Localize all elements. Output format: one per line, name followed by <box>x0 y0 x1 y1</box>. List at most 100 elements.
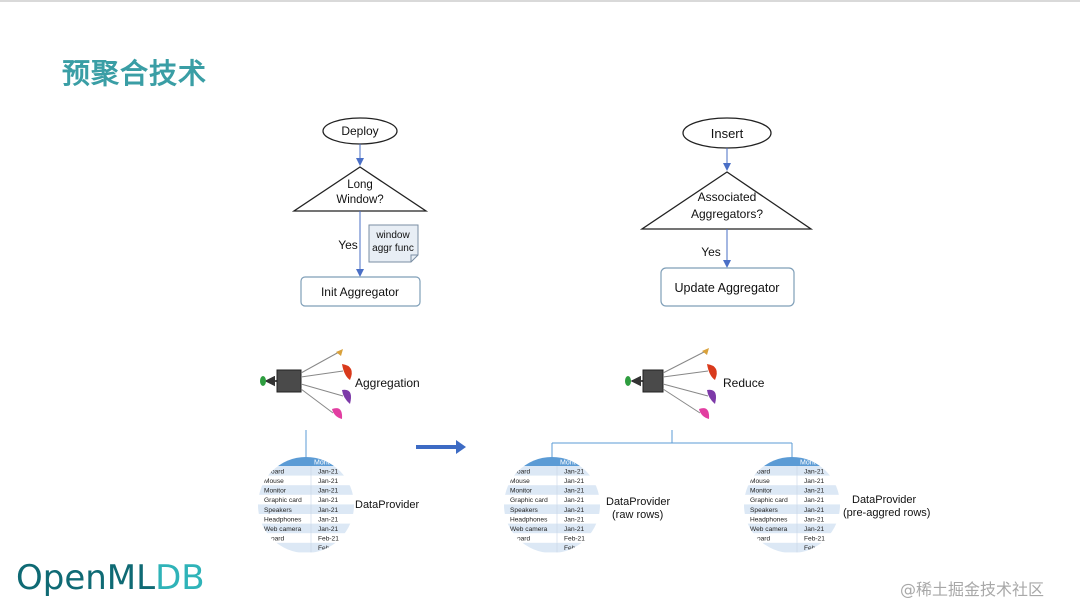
table-header-bar <box>258 457 354 466</box>
table-cell-month: Jan-21 <box>318 507 338 514</box>
deploy-label: Deploy <box>341 124 378 138</box>
provider-raw-line2: (raw rows) <box>612 509 663 521</box>
table-cell-month: Jan-21 <box>804 478 824 485</box>
logo-accent: DB <box>155 558 205 598</box>
table-row-stripe <box>504 485 600 495</box>
table-cell-product: Web camera <box>510 526 548 533</box>
table-cell-month: Feb-21 <box>804 536 825 543</box>
table-cell-product: yboard <box>264 468 284 475</box>
table-header-bar <box>504 457 600 466</box>
decision-right-line1: Associated <box>698 190 757 204</box>
table-cell-month: Jan-21 <box>804 468 824 475</box>
table-cell-month: Jan-21 <box>318 516 338 523</box>
insert-label: Insert <box>711 126 744 141</box>
table-row-stripe <box>744 542 840 553</box>
table-row-stripe <box>744 485 840 495</box>
update-aggregator-box <box>660 267 795 307</box>
table-cell-product: Graphic card <box>510 497 548 504</box>
table-cell-month: Jan-21 <box>318 488 338 495</box>
table-cell-month: Feb <box>564 545 576 552</box>
table-cell-month: Feb <box>804 545 816 552</box>
table-cell-month: Jan-21 <box>804 516 824 523</box>
decision-label-line1: Long <box>347 179 373 191</box>
table-cell-month: Jan-21 <box>564 488 584 495</box>
table-cell-month: Jan-21 <box>318 468 338 475</box>
table-row-stripe <box>744 523 840 534</box>
decision-label-line2: Window? <box>336 194 383 206</box>
table-cell-product: Mouse <box>264 478 284 485</box>
table-cell-month: Jan-21 <box>804 497 824 504</box>
table-row-stripe <box>258 466 354 476</box>
table-cell-month: Jan-21 <box>318 478 338 485</box>
table-cell-month: Jan-21 <box>318 497 338 504</box>
yes-label-left: Yes <box>338 238 358 252</box>
provider-pre-line2: (pre-aggred rows) <box>843 507 930 519</box>
top-border <box>0 0 1080 2</box>
note-line1: window <box>375 230 410 241</box>
openmldb-logo: OpenMLDB <box>16 558 205 598</box>
table-cell-product: Monitor <box>510 488 533 495</box>
provider-label-left: DataProvider <box>355 499 420 511</box>
table-cell-month: Jan-21 <box>564 526 584 533</box>
table-cell-month: Jan-21 <box>564 478 584 485</box>
table-cell-month: Jan-21 <box>564 468 584 475</box>
table-row-stripe <box>504 523 600 534</box>
table-cell-product: Web camera <box>264 526 302 533</box>
init-aggregator-box <box>300 276 421 307</box>
table-cell-month: Feb-21 <box>564 536 585 543</box>
table-cell-product: Mouse <box>510 478 530 485</box>
reduce-icon <box>625 348 717 419</box>
init-aggregator-label: Init Aggregator <box>321 285 399 299</box>
table-cell-product: Monitor <box>264 488 287 495</box>
watermark: @稀土掘金技术社区 <box>900 580 1045 599</box>
table-cell-product: Mouse <box>750 478 770 485</box>
table-row-stripe <box>504 466 600 476</box>
table-cell-product: yboard <box>264 536 284 543</box>
table-cell-product: Headphones <box>750 516 788 523</box>
table-cell-product: yboard <box>510 536 530 543</box>
table-cell-product: yboard <box>750 468 770 475</box>
left-flow: Deploy Long Window? Yes window aggr func… <box>260 117 429 511</box>
table-row-stripe <box>258 523 354 534</box>
table-header-text: Mont <box>560 460 576 467</box>
table-header-text: Mont <box>800 460 816 467</box>
table-header-text: Mont <box>314 460 330 467</box>
table-cell-month: Jan-21 <box>804 488 824 495</box>
table-cell-product: Monitor <box>750 488 773 495</box>
table-cell-month: Feb <box>318 545 330 552</box>
table-cell-product: Graphic card <box>264 497 302 504</box>
yes-label-right: Yes <box>701 245 721 259</box>
table-row-stripe <box>744 466 840 476</box>
table-cell-month: Feb-21 <box>318 536 339 543</box>
table-cell-product: Headphones <box>510 516 548 523</box>
logo-main: OpenML <box>16 558 156 598</box>
provider-pre-line1: DataProvider <box>852 494 917 506</box>
note-fold <box>410 254 418 262</box>
table-row-stripe <box>258 504 354 514</box>
table-row-stripe <box>258 542 354 553</box>
aggregation-label: Aggregation <box>355 376 420 390</box>
table-cell-product: Speakers <box>750 507 779 514</box>
aggregation-icon <box>260 349 352 419</box>
table-row-stripe <box>504 504 600 514</box>
table-cell-product: Speakers <box>510 507 539 514</box>
table-cell-month: Jan-21 <box>318 526 338 533</box>
table-cell-product: Web camera <box>750 526 788 533</box>
right-flow: Insert Associated Aggregators? Yes Updat… <box>551 117 930 521</box>
table-cell-product: yboard <box>510 468 530 475</box>
table-row-stripe <box>504 542 600 553</box>
table-cell-product: Graphic card <box>750 497 788 504</box>
provider-raw-line1: DataProvider <box>606 496 671 508</box>
note-box <box>368 224 419 263</box>
table-cell-product: yboard <box>750 536 770 543</box>
update-aggregator-label: Update Aggregator <box>675 281 780 295</box>
table-cell-month: Jan-21 <box>804 526 824 533</box>
decision-right-line2: Aggregators? <box>691 207 763 221</box>
table-cell-month: Jan-21 <box>564 507 584 514</box>
table-cell-month: Jan-21 <box>564 516 584 523</box>
table-cell-month: Jan-21 <box>564 497 584 504</box>
transition-arrow-head <box>456 440 466 454</box>
